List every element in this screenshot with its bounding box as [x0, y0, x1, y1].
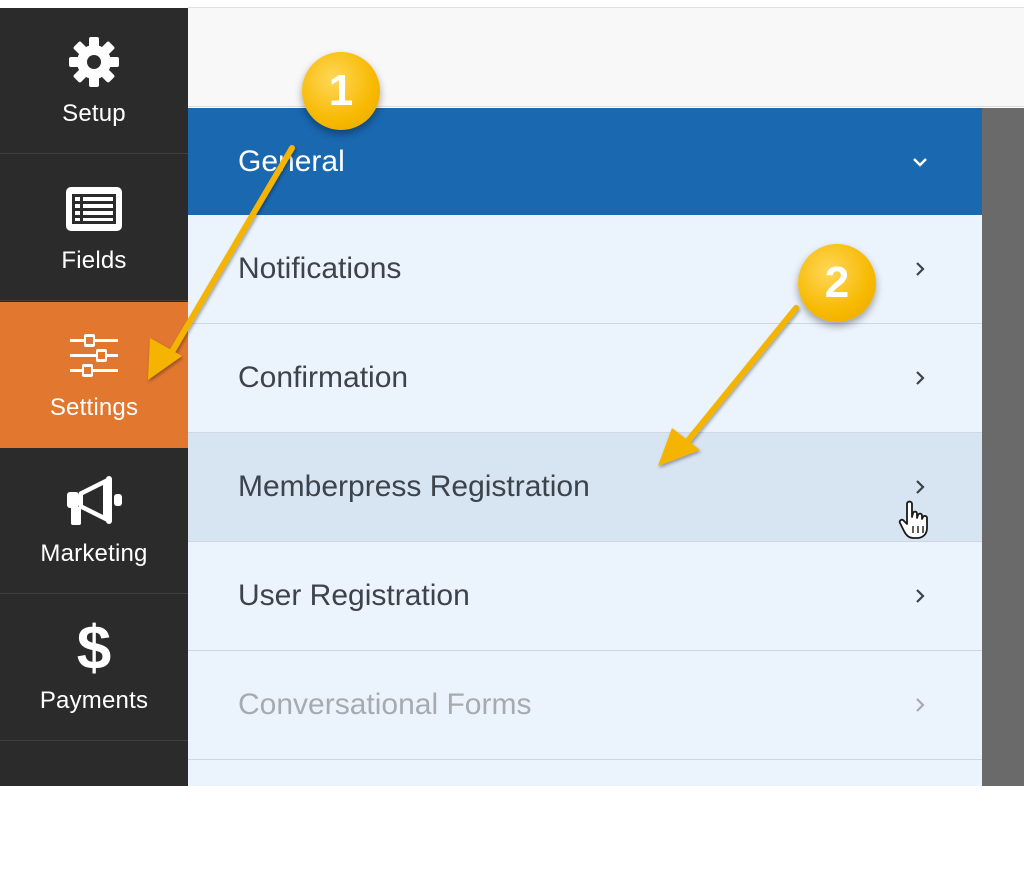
- settings-item-label: Notifications: [238, 252, 402, 285]
- annotation-badge-1: 1: [302, 52, 380, 130]
- chevron-right-icon: [916, 262, 925, 276]
- gear-icon: [0, 34, 188, 90]
- chevron-right-icon: [916, 480, 925, 494]
- sidebar-item-payments[interactable]: $ Payments: [0, 595, 188, 741]
- settings-item-label: Confirmation: [238, 361, 409, 394]
- settings-item-user-registration[interactable]: User Registration: [188, 542, 982, 651]
- settings-item-general[interactable]: General: [188, 108, 982, 215]
- sidebar-item-fields[interactable]: Fields: [0, 155, 188, 301]
- settings-item-memberpress-registration[interactable]: Memberpress Registration: [188, 433, 982, 542]
- annotation-badge-2: 2: [798, 244, 876, 322]
- right-gray-strip: [982, 108, 1024, 786]
- hand-cursor-icon: [898, 500, 928, 539]
- sidebar-item-label: Payments: [39, 687, 149, 714]
- list-icon: [0, 181, 188, 237]
- settings-item-label: Conversational Forms: [238, 688, 532, 721]
- settings-item-conversational-forms[interactable]: Conversational Forms: [188, 651, 982, 760]
- top-divider: [188, 7, 1024, 8]
- settings-panel: General Notifications Confirmation Membe…: [188, 108, 982, 786]
- megaphone-icon: [0, 474, 188, 530]
- sidebar-item-label: Setup: [62, 100, 126, 127]
- chevron-right-icon: [916, 698, 925, 712]
- chevron-right-icon: [916, 371, 925, 385]
- sidebar-item-label: Settings: [49, 394, 139, 421]
- settings-item-partial: [188, 760, 982, 869]
- chevron-right-icon: [916, 589, 925, 603]
- sidebar-item-marketing[interactable]: Marketing: [0, 448, 188, 594]
- dollar-icon: $: [76, 614, 112, 683]
- sidebar-item-setup[interactable]: Setup: [0, 8, 188, 154]
- sidebar-item-settings[interactable]: Settings: [0, 302, 188, 448]
- settings-item-confirmation[interactable]: Confirmation: [188, 324, 982, 433]
- settings-item-label: Memberpress Registration: [238, 470, 590, 503]
- chevron-down-icon: [913, 158, 927, 167]
- settings-item-label: User Registration: [238, 579, 470, 612]
- builder-sidebar: Setup Fields: [0, 8, 188, 786]
- sliders-icon: [0, 328, 188, 384]
- app-frame: Setup Fields: [0, 7, 1024, 786]
- sidebar-item-label: Marketing: [40, 540, 148, 567]
- sidebar-item-label: Fields: [61, 247, 127, 274]
